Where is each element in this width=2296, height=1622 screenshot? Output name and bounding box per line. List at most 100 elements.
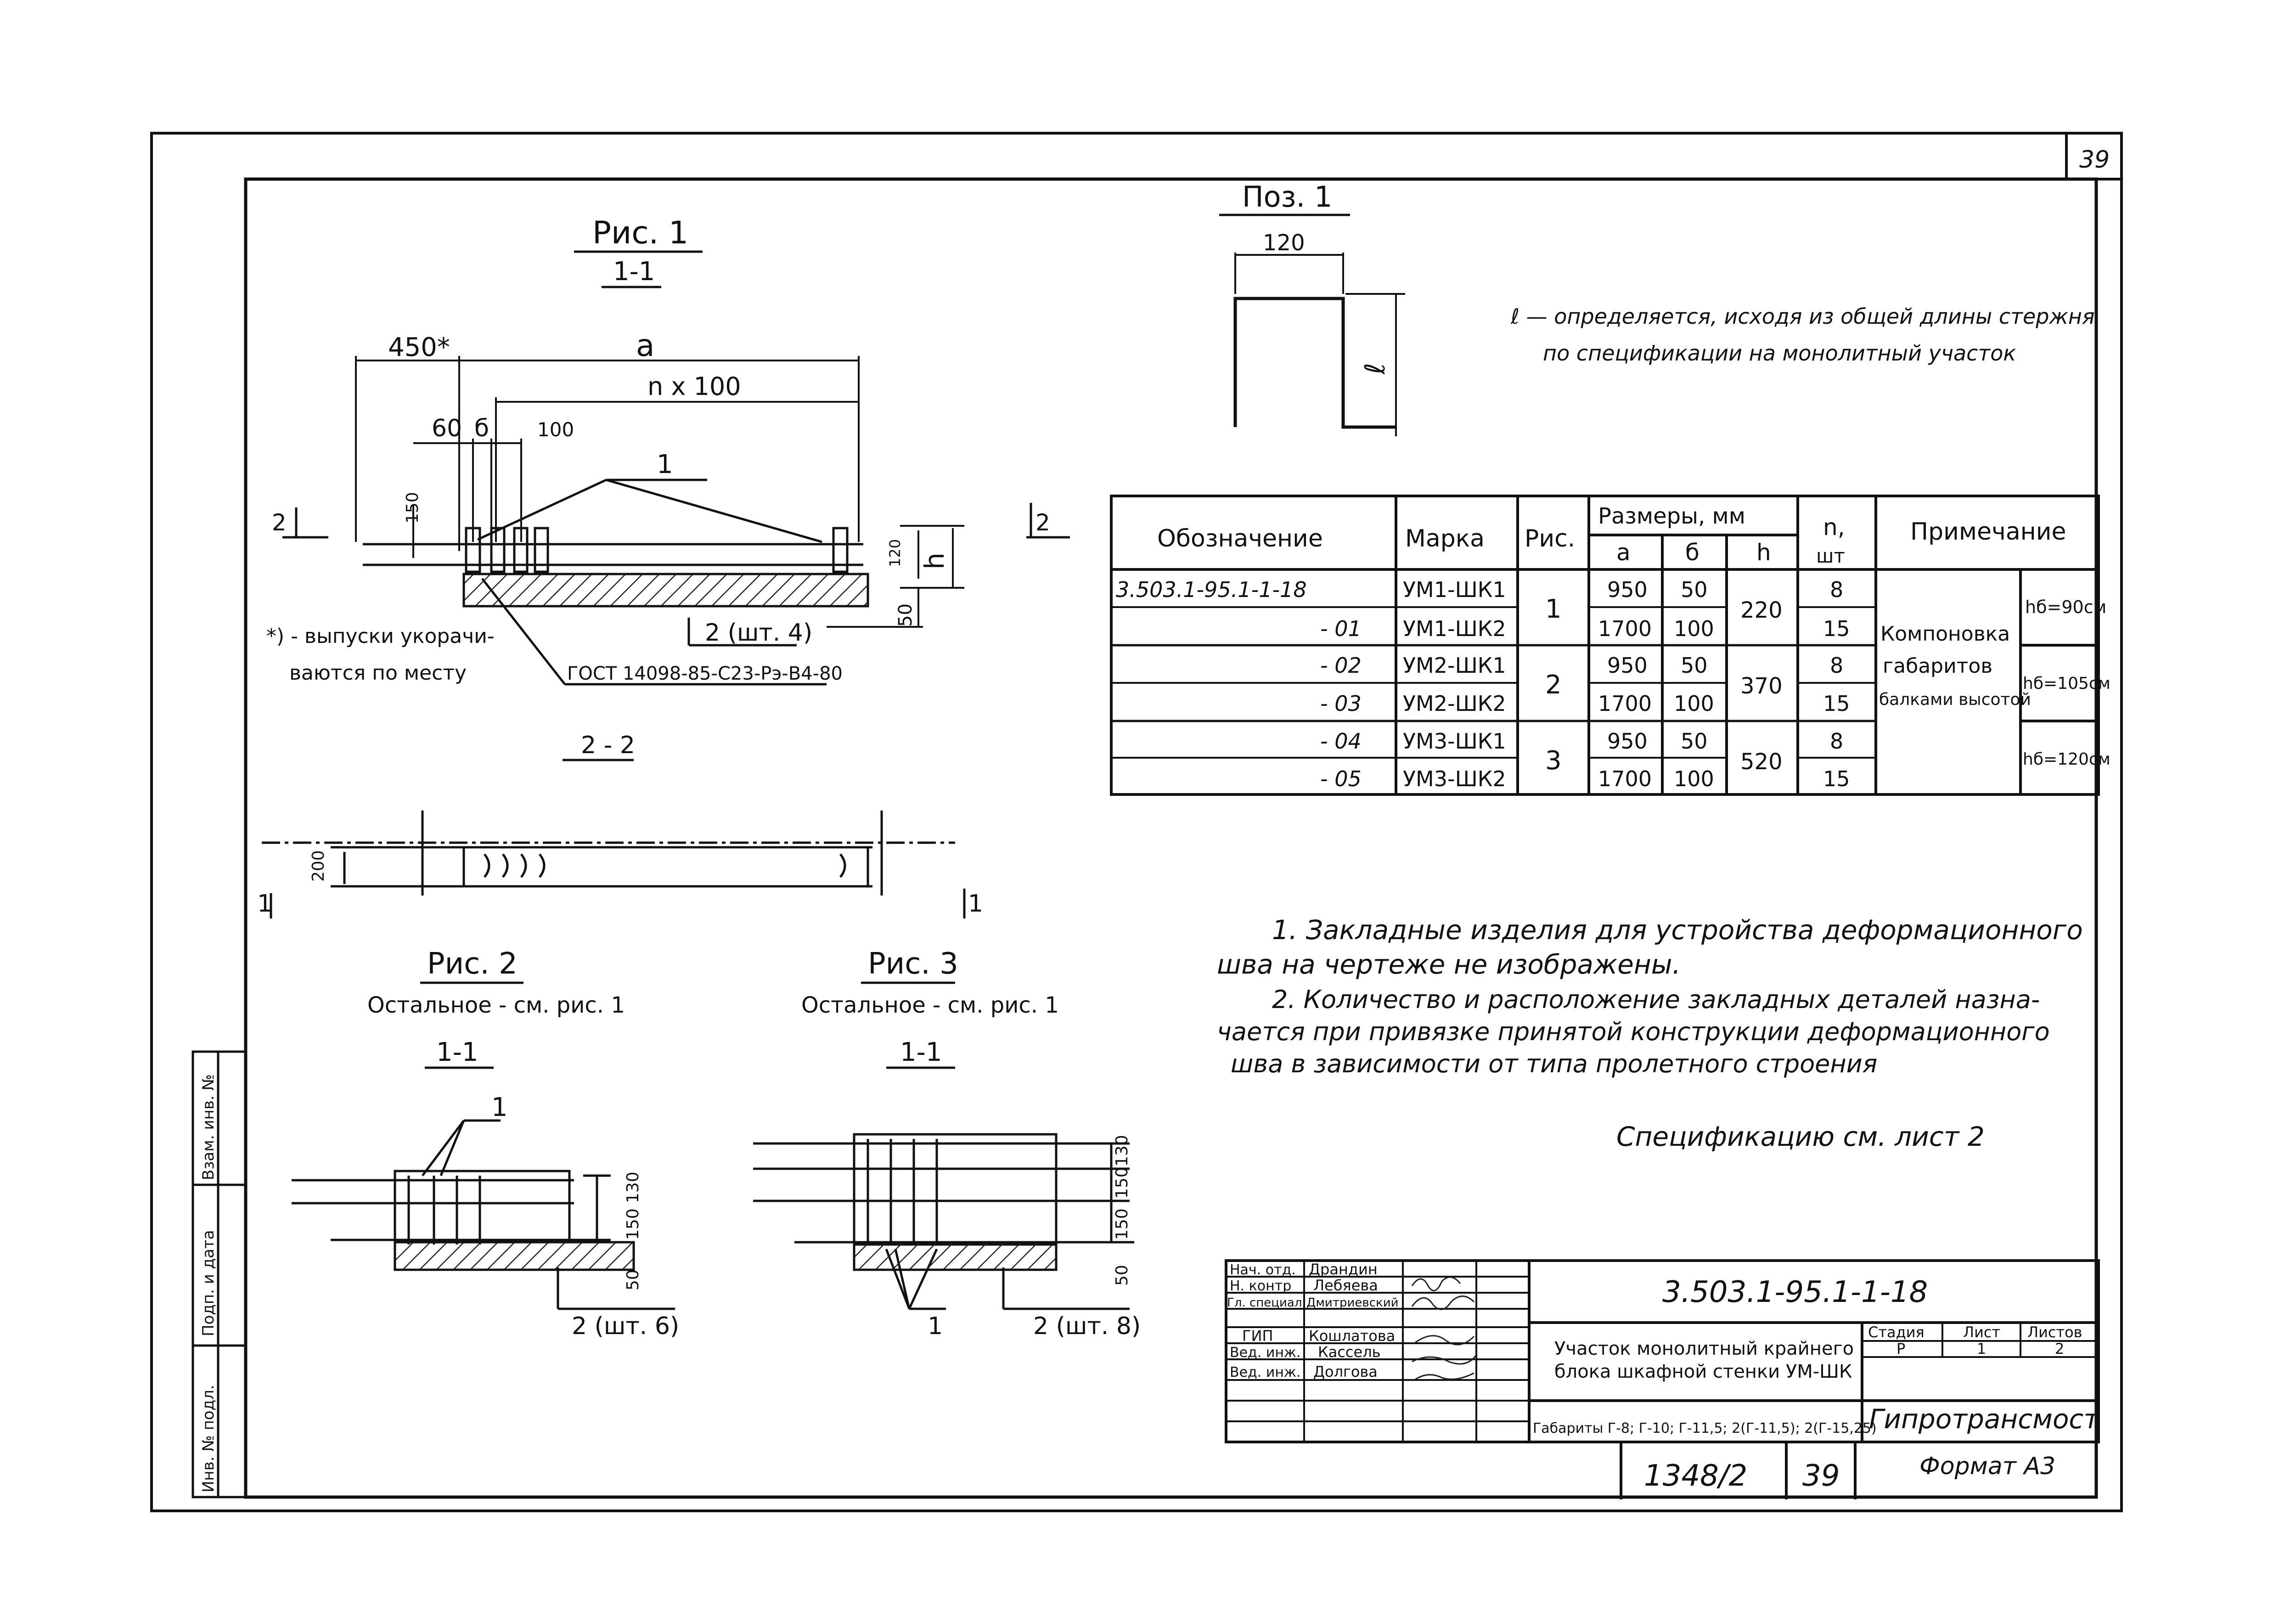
note-2-line-3: шва в зависимости от типа пролетного стр…	[1231, 1049, 1877, 1078]
row-designation: - 01	[1320, 616, 1362, 641]
row-n: 8	[1830, 577, 1843, 602]
poz1-note-1: ℓ — определяется, исходя из общей длины …	[1510, 304, 2095, 329]
format-label: Формат А3	[1919, 1453, 2055, 1480]
note-hb: hб=90см	[2025, 597, 2106, 617]
row-designation: 3.503.1-95.1-1-18	[1116, 577, 1307, 602]
row-designation: - 04	[1320, 729, 1362, 754]
fig1-dimensions	[355, 356, 964, 628]
role-label: Вед. инж.	[1230, 1345, 1301, 1361]
row-b: 50	[1681, 577, 1708, 602]
sheet-label: Лист	[1963, 1324, 2000, 1341]
album-number: 1348/2	[1644, 1459, 1747, 1493]
th-sizes: Размеры, мм	[1598, 503, 1745, 529]
sheets-label: Листов	[2027, 1324, 2082, 1341]
fig1-plan-22	[262, 811, 955, 895]
fig2-dim-50: 50	[624, 1269, 642, 1290]
th-b: б	[1685, 539, 1699, 566]
role-label: Гл. специал.	[1227, 1296, 1306, 1310]
row-mark: УМ1-ШК2	[1403, 616, 1506, 641]
fig3-section: 1-1	[900, 1037, 942, 1067]
role-name: Кассель	[1318, 1343, 1381, 1361]
stamp-inv-orig: Инв. № подл.	[199, 1385, 218, 1492]
row-a: 950	[1607, 729, 1648, 754]
title-block-grid	[1225, 1259, 2100, 1499]
row-b: 100	[1674, 616, 1714, 641]
fig3-dim-150b: 150	[1113, 1208, 1131, 1240]
side-stamp: Инв. № подл. Подп. и дата Взам. инв. №	[191, 1050, 247, 1498]
note-1-line-1: 1. Закладные изделия для устройства дефо…	[1272, 914, 2083, 946]
fig1-sect-left: 2	[272, 509, 287, 536]
fig1-slab-hatch	[462, 573, 869, 608]
row-a: 1700	[1598, 691, 1652, 716]
row-a: 950	[1607, 577, 1648, 602]
fig2-section: 1-1	[436, 1037, 478, 1067]
fig3-slab-hatch	[853, 1241, 1058, 1271]
role-label: Н. контр	[1230, 1278, 1291, 1294]
role-name: Драндин	[1309, 1261, 1378, 1278]
group-fig: 2	[1545, 670, 1562, 700]
note-hb: hб=120см	[2023, 750, 2110, 769]
th-h: h	[1756, 539, 1771, 566]
row-b: 50	[1681, 729, 1708, 754]
fig1-dim-450: 450*	[388, 332, 450, 362]
general-notes: 1. Закладные изделия для устройства дефо…	[1217, 914, 2083, 1152]
poz1: Поз. 1 120 ℓ ℓ — определяется, исходя из…	[1219, 180, 2095, 436]
fig2-plate-label: 2 (шт. 6)	[572, 1312, 679, 1340]
fig1-footnote-1: *) - выпуски укорачи-	[266, 625, 495, 648]
fig1: Рис. 1 1-1 450* a n x 100 60 б	[257, 215, 1070, 918]
poz1-note-2: по спецификации на монолитный участок	[1543, 341, 2016, 366]
row-n: 15	[1823, 691, 1850, 716]
note-text-3: балками высотой	[1879, 690, 2031, 709]
fig2: Рис. 2 Остальное - см. рис. 1 1-1 1 150 …	[292, 947, 679, 1340]
group-h: 220	[1740, 597, 1783, 623]
row-mark: УМ3-ШК2	[1403, 766, 1506, 791]
fig2-dim-130: 130	[624, 1171, 642, 1203]
fig3-title: Рис. 3	[868, 947, 958, 981]
row-designation: - 03	[1320, 691, 1362, 716]
sheet-number-top: 39	[2079, 146, 2110, 174]
fig1-dim-a: a	[636, 328, 654, 363]
poz1-dim-l: ℓ	[1359, 363, 1391, 375]
fig1-sect-right: 2	[1035, 509, 1050, 536]
role-name: Долгова	[1313, 1363, 1378, 1380]
page-number: 39	[1802, 1459, 1840, 1493]
fig2-slab-hatch	[394, 1241, 635, 1271]
fig1-dim-200: 200	[309, 850, 328, 882]
fig3-dim-50: 50	[1113, 1265, 1131, 1286]
role-name: Лебяева	[1313, 1277, 1378, 1294]
fig1-dim-100: 100	[537, 418, 574, 441]
row-mark: УМ3-ШК1	[1403, 729, 1506, 754]
fig3-plate-label: 2 (шт. 8)	[1033, 1312, 1141, 1340]
fig2-dim-150: 150	[624, 1208, 642, 1240]
title-code: 3.503.1-95.1-1-18	[1662, 1275, 1928, 1309]
th-mark: Марка	[1405, 525, 1485, 552]
fig1-dim-n100: n x 100	[647, 372, 741, 401]
fig3-note: Остальное - см. рис. 1	[801, 992, 1059, 1018]
group-h: 520	[1740, 749, 1783, 775]
row-mark: УМ2-ШК1	[1403, 653, 1506, 678]
poz1-title: Поз. 1	[1242, 180, 1332, 214]
group-fig: 3	[1545, 746, 1562, 776]
stamp-inv-repl: Взам. инв. №	[199, 1074, 218, 1180]
inner-frame	[244, 177, 2098, 1499]
organization: Гипротрансмост	[1869, 1403, 2100, 1435]
title-block: 3.503.1-95.1-1-18 Нач. отд. Драндин Н. к…	[1225, 1259, 2100, 1499]
th-n: n,	[1823, 514, 1845, 541]
role-label: Вед. инж.	[1230, 1364, 1301, 1380]
signatures	[1411, 1276, 1477, 1381]
fig1-gost: ГОСТ 14098-85-С23-Рэ-В4-80	[567, 663, 843, 684]
note-2-line-1: 2. Количество и расположение закладных д…	[1272, 985, 2040, 1014]
row-b: 50	[1681, 653, 1708, 678]
row-n: 8	[1830, 653, 1843, 678]
fig1-dim-120: 120	[886, 539, 904, 567]
fig3-elevation	[753, 1133, 1134, 1310]
fig3: Рис. 3 Остальное - см. рис. 1 1-1 1 130 …	[753, 947, 1141, 1340]
row-b: 100	[1674, 766, 1714, 791]
fig1-pos-1: 1	[657, 450, 673, 479]
row-n: 15	[1823, 616, 1850, 641]
fig1-footnote-2: ваются по месту	[289, 661, 467, 685]
th-designation: Обозначение	[1157, 525, 1323, 552]
fig2-title: Рис. 2	[427, 947, 518, 981]
spec-reference: Спецификацию см. лист 2	[1616, 1121, 1985, 1152]
spec-table: Обозначение Марка Рис. Размеры, мм a б h…	[1110, 495, 2110, 796]
